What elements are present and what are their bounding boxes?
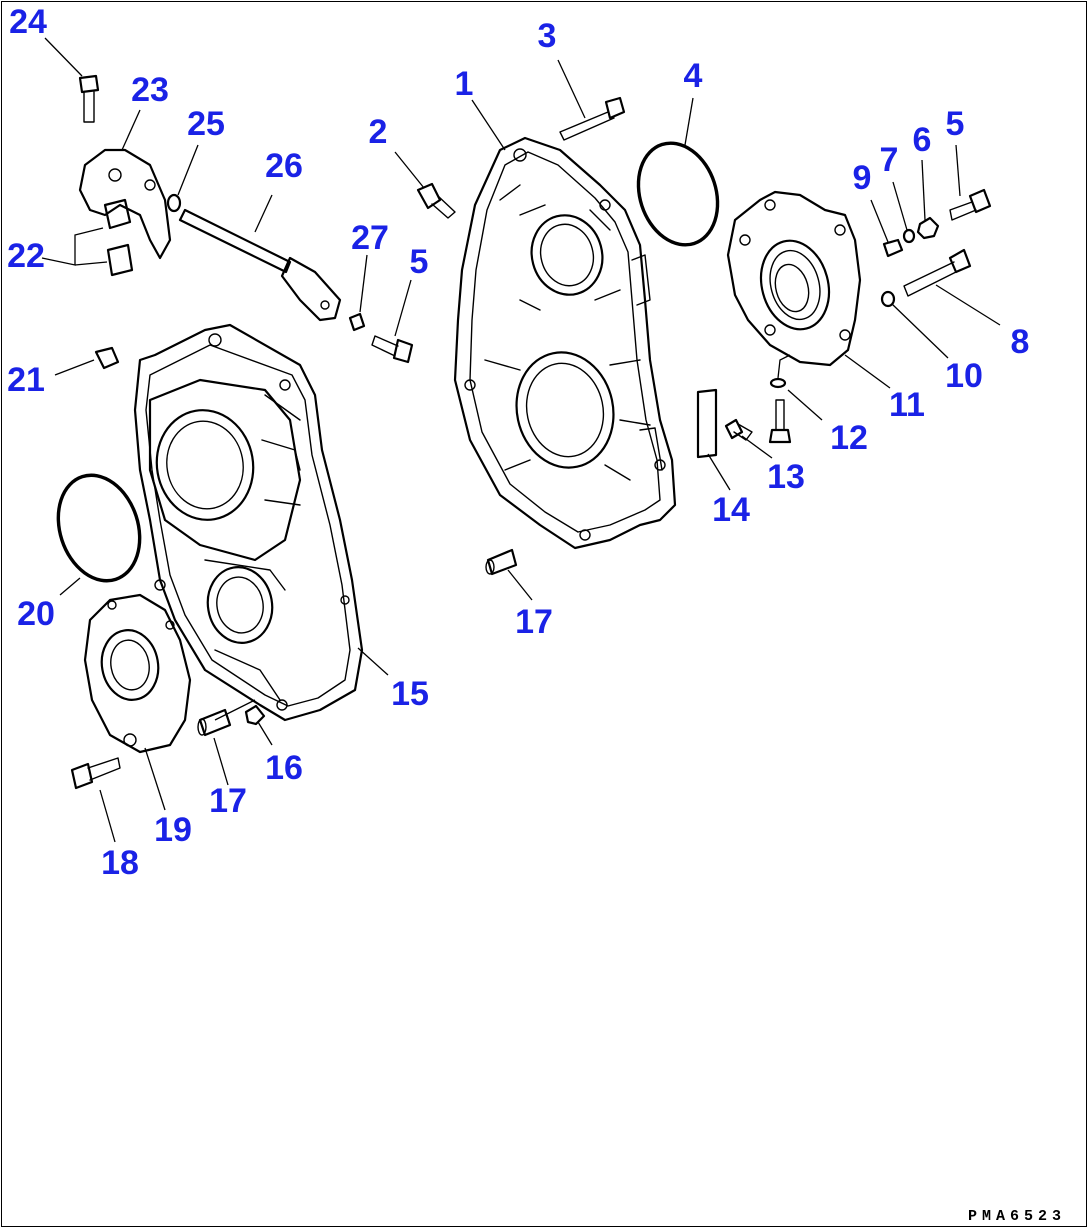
callout-1: 1: [455, 65, 474, 103]
callout-18: 18: [101, 844, 139, 882]
callout-13: 13: [767, 458, 805, 496]
part-4-o-ring: [636, 141, 720, 247]
callout-17-center: 17: [515, 603, 553, 641]
callout-27: 27: [351, 219, 389, 257]
callout-14: 14: [712, 491, 750, 529]
part-5-bolt-right: [949, 188, 992, 221]
callout-8: 8: [1011, 323, 1030, 361]
callout-22: 22: [7, 237, 45, 275]
part-24-bolt: [78, 74, 100, 123]
part-26-rod: [178, 208, 342, 322]
callout-24: 24: [9, 3, 47, 41]
callout-23: 23: [131, 71, 169, 109]
part-13-bolt: [724, 418, 753, 441]
callout-15: 15: [391, 675, 429, 713]
callout-20: 20: [17, 595, 55, 633]
part-20-o-ring: [56, 473, 142, 583]
part-17-dowel-left: [197, 708, 232, 737]
part-23-bracket: [78, 148, 172, 260]
part-2-plug: [416, 182, 456, 219]
part-17-dowel-center: [485, 548, 518, 576]
drawing-code: PMA6523: [968, 1208, 1066, 1225]
callout-4: 4: [684, 57, 703, 95]
part-8-bolt: [903, 248, 972, 297]
callout-26: 26: [265, 147, 303, 185]
part-9-cap: [882, 238, 904, 258]
callout-16: 16: [265, 749, 303, 787]
part-12-bolt: [768, 399, 792, 444]
callout-9: 9: [853, 159, 872, 197]
part-27-pin: [348, 312, 366, 332]
callout-labels: 1 2 3 4 5 5 6 7 8 9 10 11 12 13 14 15 16…: [7, 3, 1029, 882]
part-11-bearing-cage: [726, 190, 862, 367]
callout-5-right: 5: [946, 105, 965, 143]
part-6-nut: [916, 216, 940, 240]
callout-10: 10: [945, 357, 983, 395]
part-12-washer: [769, 377, 787, 389]
callout-3: 3: [538, 17, 557, 55]
part-14-plate: [696, 388, 718, 459]
leader-lines: [41, 37, 1001, 843]
callout-21: 21: [7, 361, 45, 399]
callout-5-mid: 5: [410, 243, 429, 281]
callout-25: 25: [187, 105, 225, 143]
callout-6: 6: [913, 121, 932, 159]
part-15-cover: [133, 323, 364, 722]
part-10-washer: [880, 290, 896, 308]
callout-12: 12: [830, 419, 868, 457]
callout-2: 2: [369, 113, 388, 151]
part-1-gear-case: [453, 136, 677, 550]
part-19-bearing-cage: [83, 593, 192, 754]
part-5-bolt-mid: [371, 335, 414, 364]
callout-17-left: 17: [209, 782, 247, 820]
part-3-bolt: [559, 96, 626, 141]
part-18-bolt: [70, 757, 121, 790]
part-7-washer: [902, 228, 916, 244]
part-25-o-ring: [166, 193, 182, 213]
callout-7: 7: [880, 141, 899, 179]
part-21-plug: [94, 346, 120, 370]
callout-11: 11: [889, 386, 925, 424]
part-16-plug: [244, 704, 266, 726]
callout-19: 19: [154, 811, 192, 849]
part-22-blocks: [103, 198, 134, 277]
